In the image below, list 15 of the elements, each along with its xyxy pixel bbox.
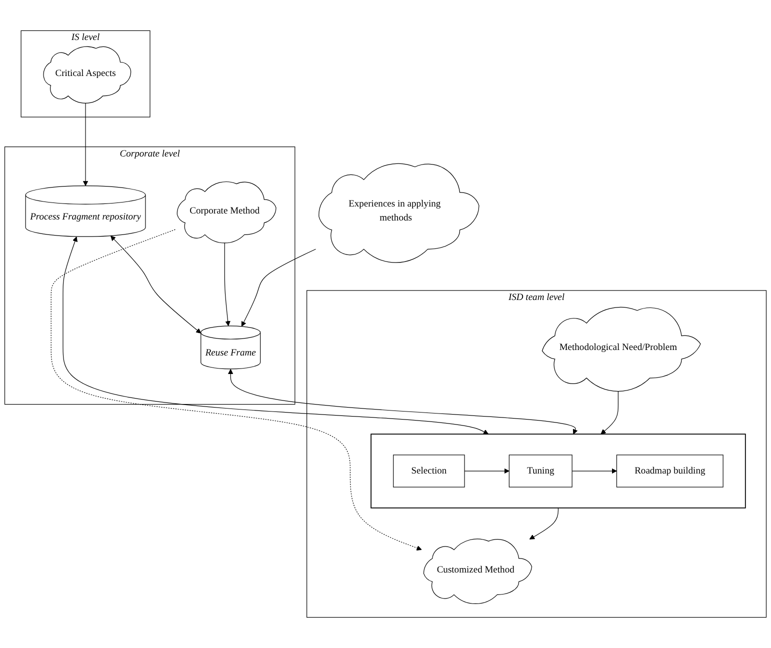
arrow <box>241 248 316 327</box>
arrow <box>224 242 230 326</box>
arrow <box>529 508 559 540</box>
arrow <box>464 468 510 474</box>
cluster <box>370 434 746 508</box>
arrow <box>82 102 88 186</box>
arrow <box>50 229 422 550</box>
node-box: Tuning <box>508 454 572 488</box>
arrow <box>110 236 202 334</box>
arrow <box>600 389 618 434</box>
node-box: Roadmap building <box>616 454 724 488</box>
arrow <box>228 368 578 434</box>
node-box: Selection <box>393 454 465 488</box>
arrow <box>62 236 489 434</box>
arrow <box>572 468 617 474</box>
